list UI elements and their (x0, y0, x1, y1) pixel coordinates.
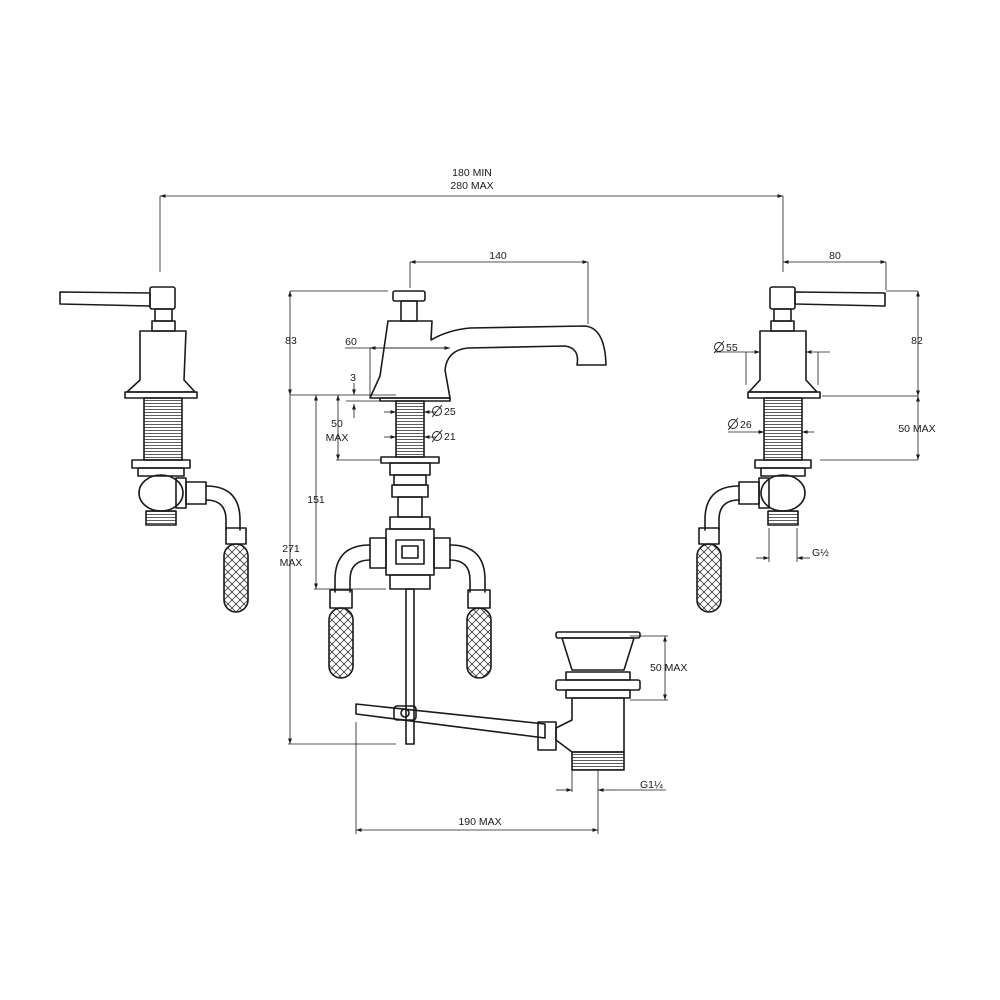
label-140: 140 (489, 250, 507, 262)
dimension-labels: 180 MIN 280 MAX 140 80 83 82 60 3 50 MAX… (280, 167, 936, 828)
label-280-max: 280 MAX (450, 180, 493, 192)
left-valve-body (126, 330, 196, 393)
label-180-min: 180 MIN (452, 167, 492, 179)
waste-assembly (355, 631, 641, 771)
right-braided-hose (696, 543, 722, 613)
label-max-left: MAX (326, 432, 349, 444)
label-3: 3 (350, 372, 356, 384)
label-50-max-right: 50 MAX (898, 423, 935, 435)
label-g1-quarter: G1¼ (640, 779, 663, 791)
left-threaded-shank (143, 397, 183, 461)
mixing-block (385, 528, 435, 576)
label-271-max: MAX (280, 557, 303, 569)
label-dia-21: 21 (431, 429, 456, 443)
waste-lever (355, 703, 546, 739)
label-50-left: 50 (331, 418, 343, 430)
left-braided-hose (223, 543, 249, 613)
label-271: 271 (282, 543, 300, 555)
spout-shank (395, 400, 425, 458)
spout-hose-left (328, 607, 354, 679)
label-60: 60 (345, 336, 357, 348)
label-82: 82 (911, 335, 923, 347)
label-151: 151 (307, 494, 325, 506)
spout-assembly (328, 290, 607, 745)
svg-text:26: 26 (740, 419, 752, 431)
spout-body (369, 320, 607, 399)
right-valve-body (748, 330, 818, 393)
label-dia-26: 26 (727, 417, 752, 431)
popup-rod (405, 588, 415, 745)
waste-body (555, 697, 625, 753)
right-lever (794, 291, 886, 307)
left-handle-valve (59, 286, 249, 613)
label-190-max: 190 MAX (458, 816, 501, 828)
label-dia-25: 25 (431, 404, 456, 418)
svg-text:25: 25 (444, 406, 456, 418)
label-83: 83 (285, 335, 297, 347)
label-g-half: G½ (812, 547, 829, 559)
right-handle-valve (696, 286, 886, 613)
dimension-lines (159, 194, 920, 834)
svg-text:55: 55 (726, 342, 738, 354)
label-dia-55: 55 (713, 340, 738, 354)
svg-text:21: 21 (444, 431, 456, 443)
label-80: 80 (829, 250, 841, 262)
spout-hose-right (466, 607, 492, 679)
label-waste-50-max: 50 MAX (650, 662, 687, 674)
left-lever (59, 291, 151, 307)
right-threaded-shank (763, 397, 803, 461)
waste-plug (555, 631, 641, 639)
